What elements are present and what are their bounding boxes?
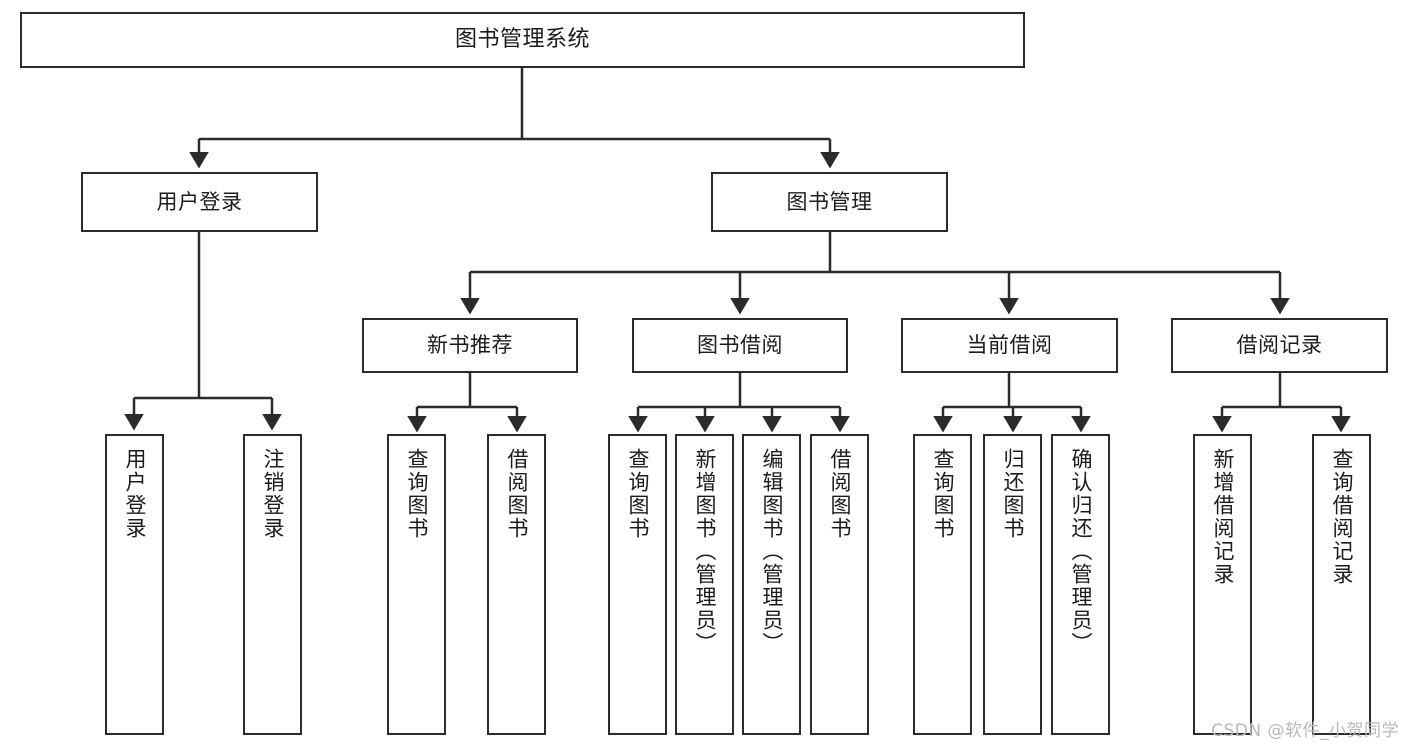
node-label: 归还图书	[1001, 448, 1025, 540]
node-current-borrow[interactable]: 当前借阅	[901, 318, 1118, 373]
node-label: 用户登录	[156, 189, 243, 214]
node-user-login[interactable]: 用户登录	[81, 172, 318, 232]
node-label: 查询图书	[626, 448, 650, 540]
node-label: 用户登录	[123, 448, 147, 540]
leaf-return-book[interactable]: 归还图书	[983, 434, 1042, 735]
leaf-query-book-borrow[interactable]: 查询图书	[608, 434, 667, 735]
leaf-logout-login[interactable]: 注销登录	[243, 434, 302, 735]
node-label: 借阅图书	[505, 448, 529, 540]
leaf-edit-book-admin[interactable]: 编辑图书（管理员）	[742, 434, 801, 735]
node-new-book-recommend[interactable]: 新书推荐	[362, 318, 578, 373]
leaf-add-borrow-record[interactable]: 新增借阅记录	[1193, 434, 1252, 735]
node-book-borrow[interactable]: 图书借阅	[632, 318, 848, 373]
node-label: 编辑图书（管理员）	[760, 448, 784, 655]
node-label: 当前借阅	[966, 333, 1053, 358]
node-label: 注销登录	[261, 448, 285, 540]
node-label: 图书管理	[786, 189, 873, 214]
node-label: 图书管理系统	[454, 27, 590, 53]
leaf-user-login[interactable]: 用户登录	[105, 434, 164, 735]
leaf-borrow-book-recommend[interactable]: 借阅图书	[487, 434, 546, 735]
leaf-add-book-admin[interactable]: 新增图书（管理员）	[675, 434, 734, 735]
node-label: 确认归还（管理员）	[1069, 448, 1093, 655]
csdn-watermark: CSDN @软件_小贺同学	[1211, 721, 1399, 741]
node-label: 新书推荐	[427, 333, 513, 358]
node-label: 查询图书	[405, 448, 429, 540]
node-label: 借阅记录	[1236, 333, 1323, 358]
leaf-query-borrow-record[interactable]: 查询借阅记录	[1312, 434, 1371, 735]
node-label: 新增借阅记录	[1211, 448, 1235, 586]
leaf-query-book-current[interactable]: 查询图书	[913, 434, 972, 735]
node-borrow-records[interactable]: 借阅记录	[1171, 318, 1388, 373]
node-label: 查询借阅记录	[1330, 448, 1354, 586]
leaf-query-book-recommend[interactable]: 查询图书	[387, 434, 446, 735]
leaf-confirm-return-admin[interactable]: 确认归还（管理员）	[1051, 434, 1110, 735]
node-book-management[interactable]: 图书管理	[711, 172, 948, 232]
node-label: 借阅图书	[828, 448, 852, 540]
leaf-borrow-book[interactable]: 借阅图书	[810, 434, 869, 735]
node-label: 查询图书	[931, 448, 955, 540]
node-system-root[interactable]: 图书管理系统	[20, 12, 1025, 68]
node-label: 新增图书（管理员）	[693, 448, 717, 655]
node-label: 图书借阅	[697, 333, 783, 358]
